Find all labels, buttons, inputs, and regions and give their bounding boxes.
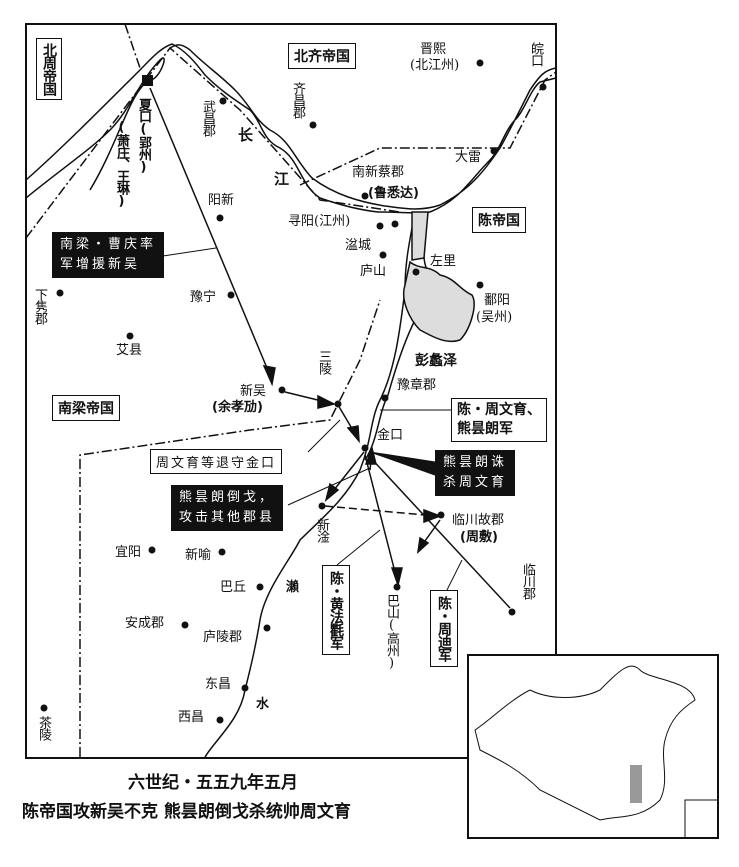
river-label-shui: 水: [256, 697, 270, 712]
place-xingan: 新淦: [314, 518, 329, 542]
place-xinwu-commander: (余孝劢): [212, 400, 263, 415]
lake-pengli: 彭蠡泽: [415, 353, 457, 369]
place-yiyang: 宜阳: [115, 545, 142, 560]
region-chen: 陈帝国: [472, 207, 526, 233]
empire-borders: [25, 23, 557, 757]
place-yuning: 豫宁: [190, 290, 217, 305]
place-bashan: 巴山(高州): [384, 594, 399, 670]
callout-pointers: [162, 247, 463, 591]
place-dongchang: 东昌: [205, 677, 232, 692]
place-poyang: 鄱阳: [484, 293, 511, 308]
place-dots: [40, 59, 547, 724]
place-linchuan: 临川郡: [520, 563, 535, 599]
river-label-jiang: 江: [274, 170, 290, 188]
army-chen-main: 陈・周文育、 熊昙朗军: [451, 398, 547, 442]
place-linchuan-old-commander: (周敷): [460, 530, 498, 545]
place-xinyu: 新喻: [185, 548, 212, 563]
place-nanxincai: 南新蔡郡: [352, 165, 405, 180]
note-liang-reinforce-line2: 军增援新吴: [60, 257, 141, 272]
place-lushan: 庐山: [360, 264, 387, 279]
place-xichang: 西昌: [178, 710, 205, 725]
place-jinkou: 金口: [377, 428, 404, 443]
inset-frame: [467, 654, 719, 839]
place-xiakou-commander: (萧庄、王琳): [114, 120, 129, 208]
place-nanxincai-commander: (鲁悉达): [368, 186, 419, 201]
map-frame: [25, 23, 557, 759]
place-baqiu: 巴丘: [220, 580, 247, 595]
region-south-liang: 南梁帝国: [52, 395, 120, 421]
yangtze-river: [25, 43, 557, 214]
place-dalei: 大雷: [455, 150, 482, 165]
place-wuchang: 武昌郡: [200, 100, 215, 136]
inset-highlight-area: [630, 765, 642, 803]
note-retreat: 周文育等退守金口: [150, 449, 283, 474]
poyang-lake: [403, 211, 475, 342]
note-betray: 熊昙朗倒戈， 攻击其他郡县: [171, 485, 284, 531]
place-linchuan-old: 临川故郡: [452, 513, 505, 528]
region-north-zhou: 北周帝国: [36, 38, 62, 100]
note-betray-line2: 攻击其他郡县: [179, 510, 276, 525]
place-wankou: 皖口: [528, 42, 543, 66]
army-chen-zhou: 陈・周迪军: [430, 590, 458, 667]
place-qichang: 齐昌郡: [290, 82, 305, 118]
place-jinxi: 晋熙: [420, 42, 447, 57]
place-xiajun: 下隽郡: [32, 288, 47, 324]
army-chen-main-line2: 熊昙朗军: [457, 421, 513, 437]
note-liang-reinforce: 南梁・曹庆率 军增援新吴: [52, 232, 165, 278]
region-north-qi: 北齐帝国: [288, 43, 356, 69]
caption-title: 陈帝国攻新吴不克 熊昙朗倒戈杀统帅周文育: [22, 802, 351, 822]
place-luling: 庐陵郡: [203, 630, 243, 645]
place-sanling: 三陵: [316, 350, 331, 374]
river-label-chang: 长: [238, 126, 254, 144]
place-ancheng: 安成郡: [125, 616, 165, 631]
note-liang-reinforce-line1: 南梁・曹庆率: [60, 237, 157, 252]
movement-arrows: [149, 87, 511, 609]
note-betray-line1: 熊昙朗倒戈，: [179, 490, 276, 505]
place-xinwu: 新吴: [240, 384, 267, 399]
place-xunyang: 寻阳(江州): [288, 214, 351, 229]
place-yuzhang: 豫章郡: [397, 378, 437, 393]
place-jinxi-alt: (北江州): [410, 58, 460, 73]
place-chaling: 茶陵: [36, 716, 51, 740]
place-poyang-alt: (吴州): [476, 310, 513, 325]
inset-south-sea-box: [684, 799, 719, 839]
place-pencheng: 湓城: [345, 238, 372, 253]
note-kill-line1: 熊昙朗诛: [443, 455, 508, 470]
river-label-lai: 瀨: [286, 580, 300, 595]
caption-date: 六世纪・五五九年五月: [128, 773, 298, 793]
army-chen-main-line1: 陈・周文育、: [457, 402, 541, 418]
place-zuoli: 左里: [430, 254, 457, 269]
place-aixian: 艾县: [116, 343, 143, 358]
place-xiakou: 夏口(郢州): [136, 98, 151, 174]
note-kill-line2: 杀周文育: [443, 475, 508, 490]
army-chen-huang: 陈・黄法氍军: [322, 565, 350, 655]
inset-china-outline: [474, 665, 696, 821]
place-yangxin: 阳新: [208, 193, 235, 208]
note-kill: 熊昙朗诛 杀周文育: [435, 450, 516, 496]
